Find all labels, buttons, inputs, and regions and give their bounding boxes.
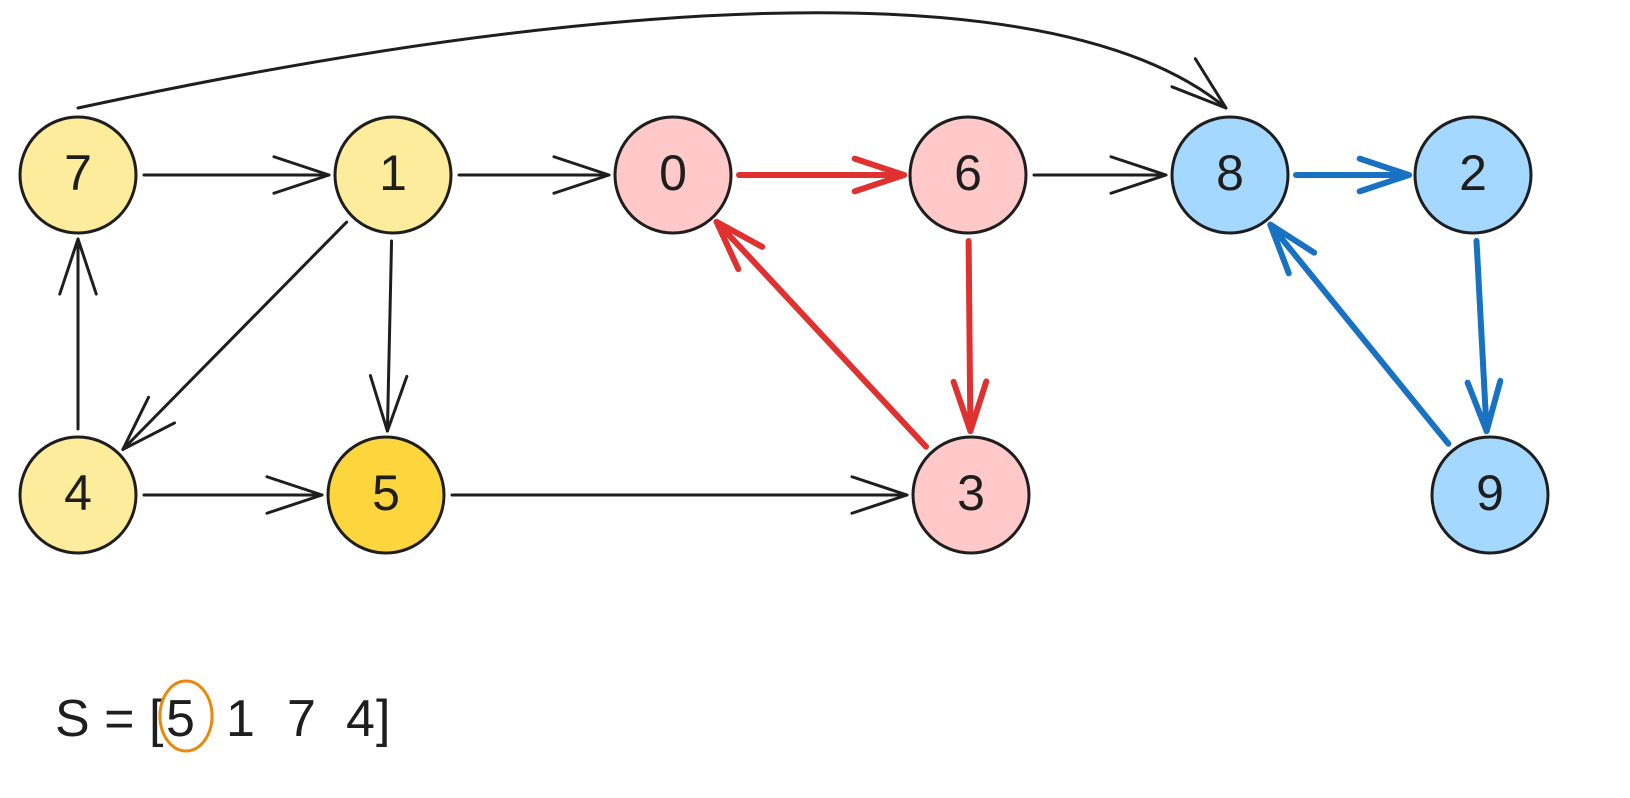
stack-item-1: 1 [226, 690, 255, 748]
nodes-layer: 7 1 0 6 8 2 4 5 3 9 [18, 115, 1550, 555]
node-5: 5 [326, 435, 446, 555]
edge-7-to-1 [142, 155, 331, 195]
node-7: 7 [18, 115, 138, 235]
edge-9-to-8 [1267, 221, 1452, 447]
edge-7-to-8 [76, 11, 1228, 110]
node-label: 8 [1216, 145, 1244, 201]
edges-layer [58, 11, 1504, 515]
node-circle [326, 435, 446, 555]
node-9: 9 [1430, 435, 1550, 555]
stack-item-0: 5 [166, 690, 195, 748]
node-label: 3 [957, 465, 985, 521]
node-circle [18, 115, 138, 235]
node-circle [1413, 115, 1533, 235]
stack-suffix: ] [376, 690, 390, 748]
node-8: 8 [1170, 115, 1290, 235]
edge-1-to-4 [121, 220, 349, 451]
node-label: 1 [379, 145, 407, 201]
node-label: 2 [1459, 145, 1487, 201]
node-label: 0 [659, 145, 687, 201]
edge-0-to-6 [736, 155, 907, 195]
edge-5-to-3 [450, 475, 909, 515]
edge-1-to-5 [368, 239, 409, 433]
edge-4-to-7 [58, 237, 98, 431]
node-label: 5 [372, 465, 400, 521]
edge-1-to-0 [457, 155, 611, 195]
stack-prefix: S = [ [55, 690, 164, 748]
node-circle [1170, 115, 1290, 235]
node-circle [1430, 435, 1550, 555]
node-label: 4 [64, 465, 92, 521]
node-label: 6 [954, 145, 982, 201]
node-0: 0 [613, 115, 733, 235]
node-1: 1 [333, 115, 453, 235]
node-circle [911, 435, 1031, 555]
node-2: 2 [1413, 115, 1533, 235]
node-label: 7 [64, 145, 92, 201]
node-label: 9 [1476, 465, 1504, 521]
edge-4-to-5 [142, 475, 324, 515]
node-4: 4 [18, 435, 138, 555]
stack-expression: S = [ 5 1 7 4 ] [55, 679, 390, 753]
edge-6-to-3 [950, 237, 990, 435]
node-circle [18, 435, 138, 555]
edge-6-to-8 [1032, 155, 1168, 195]
edge-8-to-2 [1293, 155, 1412, 195]
node-circle [333, 115, 453, 235]
stack-item-2: 7 [287, 690, 316, 748]
edge-2-to-9 [1464, 237, 1504, 435]
node-circle [908, 115, 1028, 235]
node-6: 6 [908, 115, 1028, 235]
node-3: 3 [911, 435, 1031, 555]
edge-3-to-0 [713, 218, 930, 450]
stack-item-3: 4 [346, 690, 375, 748]
node-circle [613, 115, 733, 235]
stack-top-marker [158, 679, 214, 753]
